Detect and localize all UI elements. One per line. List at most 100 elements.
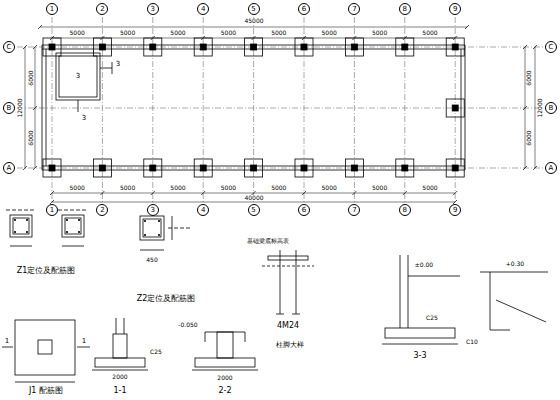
drawing-stroke [276, 314, 284, 315]
axis-label: 9 [453, 207, 457, 214]
drawing-stroke [2, 347, 13, 348]
drawing-label: 柱脚大样 [275, 342, 305, 349]
drawing-label: 4M24 [276, 322, 300, 330]
drawing-stroke [396, 38, 414, 56]
drawing-stroke [112, 62, 113, 74]
axis-bubble: 3 [147, 3, 159, 15]
drawing-stroke [490, 272, 491, 330]
axis-label: 5 [251, 207, 255, 214]
drawing-stroke [56, 53, 100, 100]
drawing-label: 6000 [526, 69, 532, 86]
drawing-stroke [301, 44, 307, 50]
drawing-stroke [50, 191, 54, 195]
axis-label: 4 [201, 6, 205, 13]
drawing-stroke [461, 49, 462, 166]
drawing-stroke [465, 25, 469, 29]
drawing-stroke [452, 44, 458, 50]
axis-bubble: A [545, 162, 557, 174]
axis-label: 7 [352, 6, 356, 13]
drawing-label: +0.30 [505, 261, 525, 267]
axis-bubble: 7 [348, 204, 360, 216]
drawing-stroke [150, 165, 156, 171]
drawing-stroke [446, 99, 464, 117]
drawing-stroke [38, 25, 42, 29]
drawing-stroke [345, 38, 363, 56]
drawing-stroke [251, 44, 257, 50]
drawing-stroke [408, 255, 409, 328]
axis-bubble: 2 [96, 204, 108, 216]
axis-label: 2 [100, 6, 104, 13]
drawing-stroke [62, 246, 84, 247]
drawing-stroke [523, 106, 527, 110]
drawing-stroke [245, 38, 263, 56]
drawing-stroke [446, 38, 464, 56]
axis-bubble: 8 [399, 3, 411, 15]
drawing-stroke [14, 231, 16, 233]
drawing-label: -0.050 [177, 322, 198, 328]
drawing-label: 1 [4, 338, 10, 345]
drawing-stroke [402, 44, 408, 50]
drawing-stroke [192, 370, 258, 371]
drawing-stroke [77, 347, 90, 348]
drawing-stroke [245, 332, 246, 342]
axis-bubble: 9 [449, 204, 461, 216]
axis-bubble: 7 [348, 3, 360, 15]
drawing-stroke [113, 334, 127, 358]
drawing-stroke [168, 228, 190, 229]
drawing-label: 45000 [243, 18, 264, 24]
drawing-label: ±0.00 [414, 262, 434, 268]
drawing-stroke [523, 45, 527, 49]
drawing-stroke [58, 210, 88, 211]
drawing-stroke [217, 332, 233, 358]
drawing-stroke [66, 219, 68, 221]
drawing-stroke [66, 231, 68, 233]
drawing-stroke [144, 234, 146, 236]
axis-label: 1 [50, 207, 54, 214]
axis-bubble: 1 [46, 204, 58, 216]
axis-label: 6 [302, 6, 306, 13]
drawing-stroke [144, 159, 162, 177]
drawing-label: 5000 [169, 185, 186, 191]
drawing-stroke [295, 38, 313, 56]
drawing-stroke [78, 231, 80, 233]
axis-label: 8 [403, 207, 407, 214]
drawing-stroke [194, 159, 212, 177]
drawing-stroke [408, 276, 460, 277]
axis-label: A [7, 165, 12, 172]
axis-label: 6 [302, 207, 306, 214]
drawing-stroke [252, 36, 256, 40]
drawing-label: 2000 [216, 375, 233, 381]
axis-bubble: 2 [96, 3, 108, 15]
drawing-stroke [59, 56, 97, 97]
drawing-stroke [292, 314, 300, 315]
drawing-stroke [195, 358, 255, 367]
drawing-label: 5000 [321, 30, 338, 36]
drawing-label: 5000 [371, 30, 388, 36]
drawing-stroke [403, 191, 407, 195]
drawing-label: C25 [425, 315, 439, 321]
axis-label: C [7, 44, 12, 51]
drawing-label: 5000 [220, 30, 237, 36]
drawing-stroke [205, 332, 245, 333]
drawing-stroke [205, 332, 206, 342]
drawing-stroke [13, 218, 29, 234]
drawing-label: 5000 [69, 30, 86, 36]
axis-bubble: 9 [449, 3, 461, 15]
axis-bubble: 1 [46, 3, 58, 15]
drawing-stroke [302, 36, 306, 40]
drawing-stroke [15, 382, 75, 383]
drawing-label: 5000 [270, 30, 287, 36]
drawing-label: 5000 [321, 185, 338, 191]
drawing-stroke [33, 166, 37, 170]
drawing-label: C10 [465, 339, 479, 345]
drawing-stroke [93, 159, 111, 177]
drawing-stroke [26, 231, 28, 233]
drawing-stroke [301, 165, 307, 171]
drawing-label: 3 [81, 115, 87, 122]
drawing-stroke [78, 219, 80, 221]
drawing-stroke [201, 191, 205, 195]
drawing-stroke [92, 370, 148, 371]
drawing-stroke [200, 44, 206, 50]
